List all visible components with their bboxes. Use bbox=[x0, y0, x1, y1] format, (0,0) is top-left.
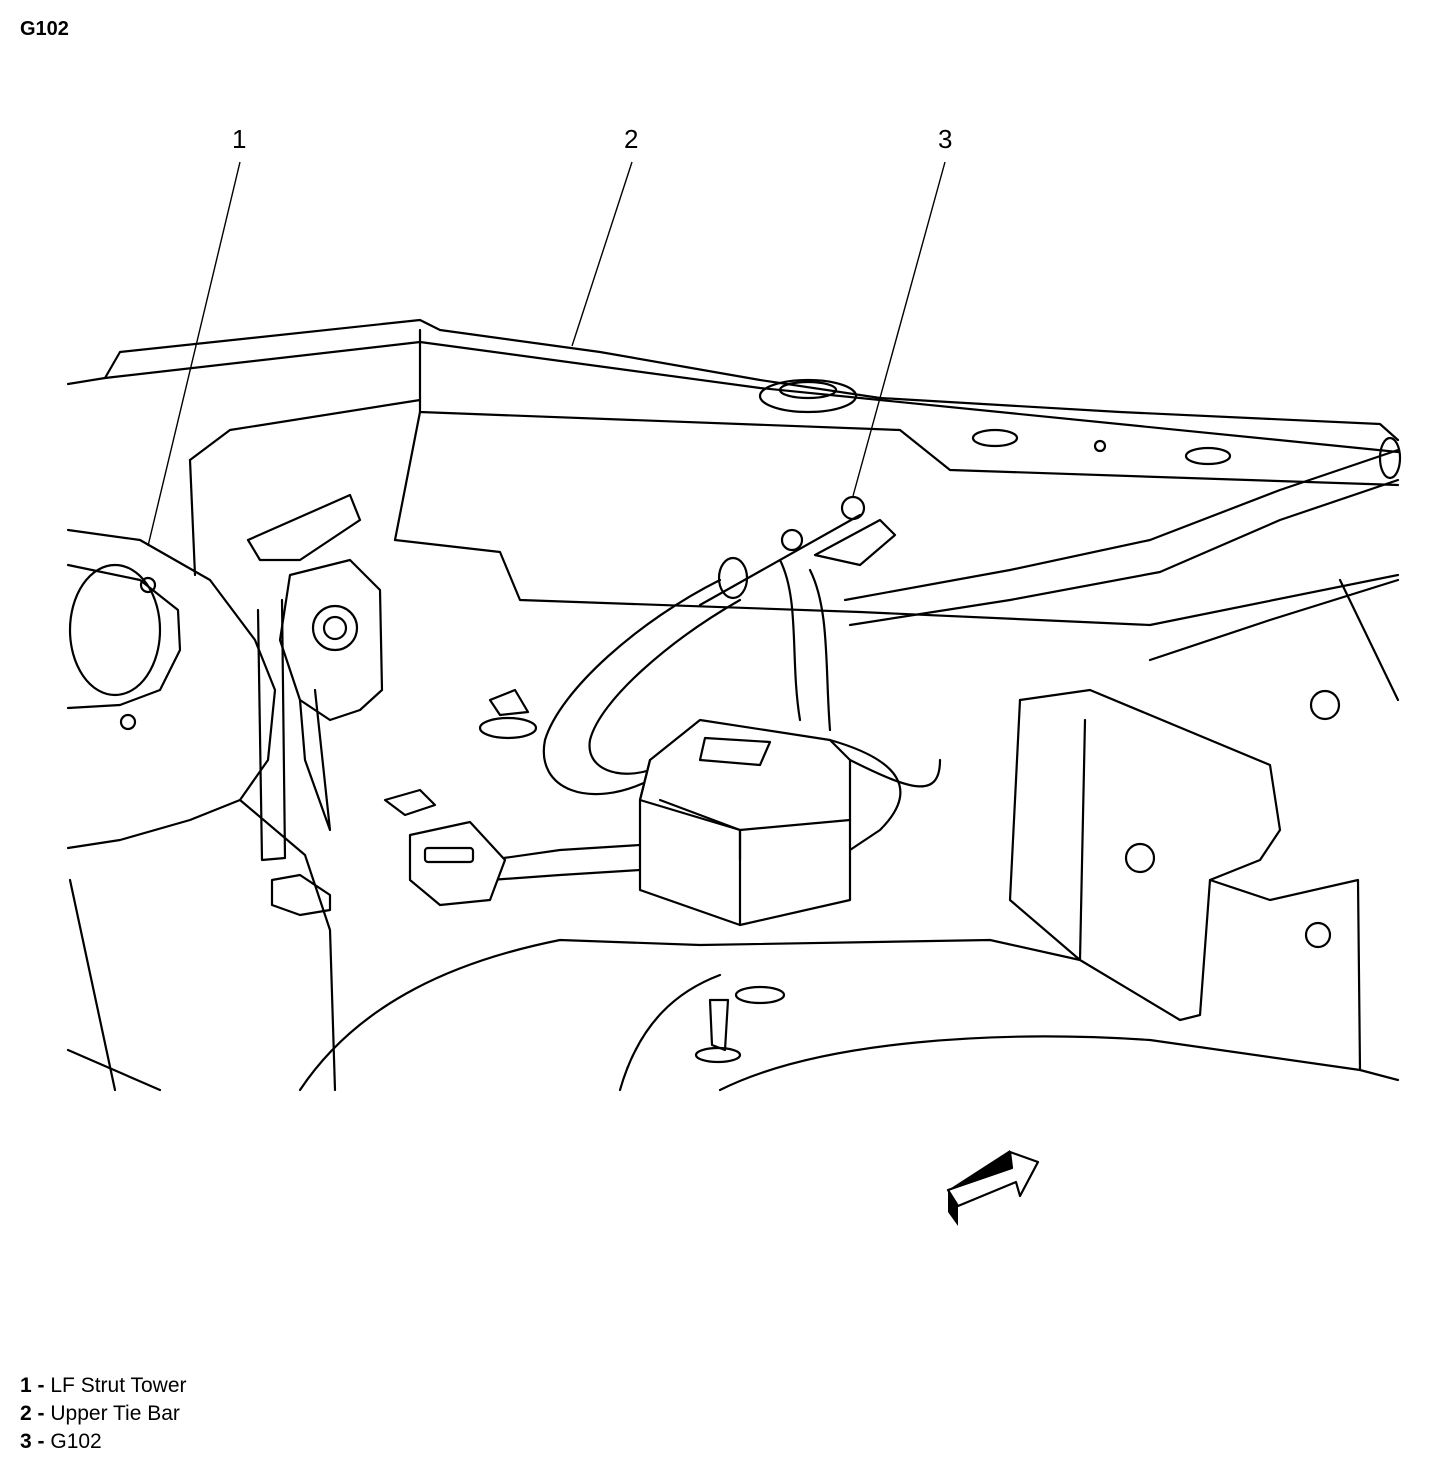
legend-item: 2 - Upper Tie Bar bbox=[20, 1400, 187, 1428]
upper-tie-bar bbox=[66, 318, 1400, 627]
leader-lines bbox=[147, 161, 946, 547]
fuse-relay-box bbox=[638, 718, 852, 927]
legend-number: 2 - bbox=[20, 1402, 45, 1425]
forward-arrow-icon bbox=[946, 1150, 1040, 1226]
callout-3: 3 bbox=[938, 124, 952, 154]
mounting-bracket bbox=[246, 493, 384, 917]
legend-item: 1 - LF Strut Tower bbox=[20, 1372, 187, 1400]
lf-strut-tower bbox=[66, 528, 337, 1092]
legend-text: Upper Tie Bar bbox=[50, 1402, 180, 1425]
callout-1: 1 bbox=[232, 124, 246, 154]
ground-stud-g102 bbox=[698, 495, 897, 607]
legend-text: G102 bbox=[50, 1430, 102, 1453]
wiring-harness bbox=[488, 436, 1402, 882]
legend-number: 1 - bbox=[20, 1374, 45, 1397]
callout-2: 2 bbox=[624, 124, 638, 154]
electrical-connector bbox=[383, 788, 507, 907]
figure-title: G102 bbox=[20, 18, 69, 40]
right-side-structure bbox=[1008, 578, 1400, 1082]
legend: 1 - LF Strut Tower 2 - Upper Tie Bar 3 -… bbox=[20, 1372, 187, 1456]
legend-text: LF Strut Tower bbox=[50, 1374, 187, 1397]
legend-item: 3 - G102 bbox=[20, 1428, 187, 1456]
legend-number: 3 - bbox=[20, 1430, 45, 1453]
lower-structure bbox=[298, 688, 1362, 1092]
